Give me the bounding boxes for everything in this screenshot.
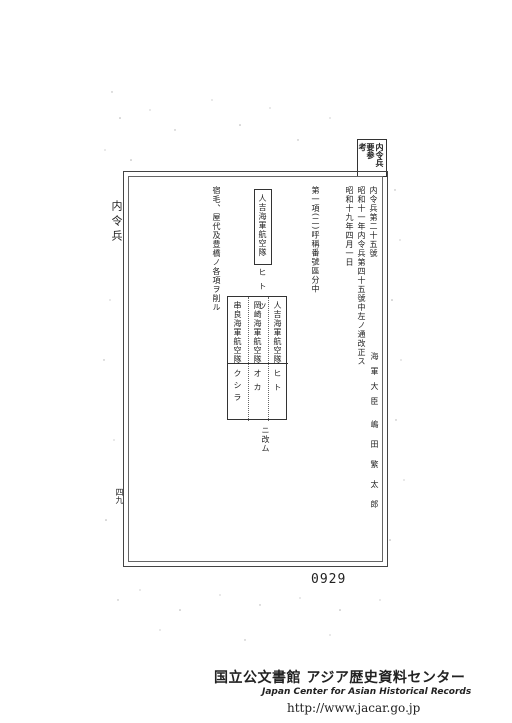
table-divider (228, 363, 288, 364)
deletion-line: 宿毛、屋代及豊橋ノ各項ヲ削ル (212, 186, 221, 312)
new-unit-2: 岡崎海軍航空隊 (253, 301, 262, 364)
table-column-separator (268, 297, 269, 421)
old-entry-box (254, 189, 272, 265)
table-column-separator (248, 297, 249, 421)
page-frame-inner (128, 176, 383, 562)
old-unit-code: ヒト (258, 268, 267, 296)
reference-stamp: 内令兵 要参 考 (357, 139, 387, 177)
archive-english-name: Japan Center for Asian Historical Record… (262, 687, 472, 697)
stamp-column-3: 考 (358, 143, 368, 151)
minister-name: 嶋田繁太郎 (370, 420, 379, 520)
page-frame-outer (123, 171, 388, 567)
date-line: 昭和十九年四月一日 (345, 186, 354, 267)
old-unit-name: 人吉海軍航空隊 (258, 194, 267, 257)
stamp-column-1: 内令兵 (375, 143, 385, 167)
archive-org-name: 国立公文書館 アジア歴史資料センター (214, 670, 466, 686)
new-unit-1: 人吉海軍航空隊 (273, 301, 282, 364)
ordinance-number: 内令兵第二十五號 (369, 186, 378, 258)
new-unit-3: 串良海軍航空隊 (233, 301, 242, 364)
margin-title: 内令兵 (110, 200, 123, 245)
amendment-line: 昭和十一年内令兵第四十五號中左ノ通改正ス (357, 186, 366, 366)
new-code-3: クシラ (233, 369, 242, 405)
new-code-2: オカ (253, 369, 262, 397)
new-code-1: ヒト (273, 369, 282, 397)
sheet-number: 0929 (311, 572, 347, 587)
stamp-column-2: 要参 (366, 143, 376, 159)
new-entries-table (227, 296, 288, 421)
change-note: ニ改ム (261, 426, 270, 453)
page-number: 四九 (115, 488, 124, 504)
old-entry-tail: ツ (258, 302, 267, 311)
minister-title: 海軍大臣 (370, 352, 379, 412)
archive-url[interactable]: http://www.jacar.go.jp (287, 701, 421, 715)
item-line: 第一項(二)呼稱番號區分中 (311, 186, 320, 294)
